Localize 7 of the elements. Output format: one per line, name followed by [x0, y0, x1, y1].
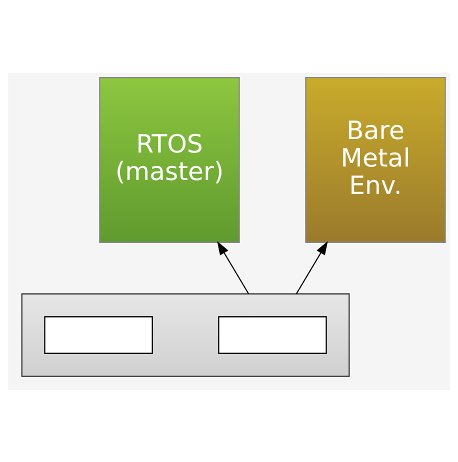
- arrow: [296, 240, 328, 294]
- node-box: Bare Metal Env.: [305, 76, 446, 242]
- node-box: RTOS (master): [99, 76, 240, 242]
- node-box: [218, 316, 327, 354]
- node-box: [44, 316, 153, 354]
- cluster: [21, 292, 350, 376]
- arrow: [217, 240, 250, 294]
